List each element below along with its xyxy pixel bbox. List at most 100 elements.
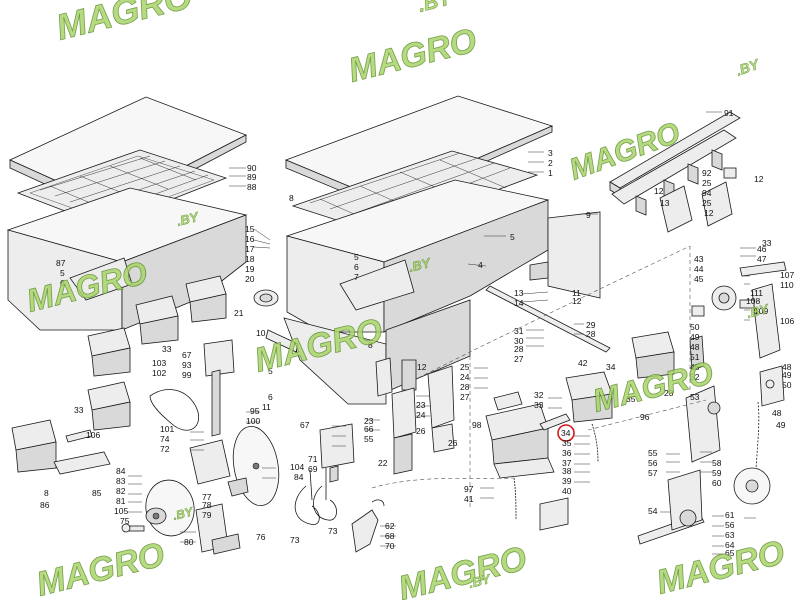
part-label: 48 xyxy=(690,342,700,352)
chain-49 xyxy=(755,401,760,469)
part-label: 11 xyxy=(572,288,581,298)
watermark: .BY xyxy=(745,301,771,322)
part-label: 11 xyxy=(262,402,271,412)
highlight-ring xyxy=(557,424,575,442)
part-label: 6 xyxy=(60,278,65,288)
part-label: 30 xyxy=(514,336,524,346)
part-label: 14 xyxy=(514,298,524,308)
part-label: 81 xyxy=(116,496,126,506)
part-label: 58 xyxy=(712,458,722,468)
seed-box-left-3 xyxy=(87,327,131,377)
part-label: 23 xyxy=(664,388,674,398)
part-label: 41 xyxy=(464,494,474,504)
metering-box-33 xyxy=(565,371,613,423)
part-label: 28 xyxy=(586,329,596,339)
part-label: 110 xyxy=(780,280,794,290)
roller-21 xyxy=(253,289,279,307)
part-label: 19 xyxy=(245,264,255,274)
part-label: 16 xyxy=(245,234,255,244)
part-label: 25 xyxy=(460,362,470,372)
part-label: 56 xyxy=(725,520,735,530)
part-label: 47 xyxy=(757,254,767,264)
part-label: 82 xyxy=(116,486,126,496)
part-label: 90 xyxy=(247,163,257,173)
main-shaft xyxy=(485,285,611,353)
leader-lines xyxy=(128,111,756,555)
watermark-text: MAGRO xyxy=(52,0,196,48)
part-label: 98 xyxy=(472,420,482,430)
watermark: MAGRO xyxy=(652,533,788,600)
part-label: 83 xyxy=(116,476,126,486)
disc-100 xyxy=(232,426,280,506)
part-label: 57 xyxy=(648,468,658,478)
part-label: 75 xyxy=(120,516,130,526)
watermark: .BY xyxy=(407,255,433,276)
center-hopper-body xyxy=(285,179,550,333)
watermark: .BY xyxy=(175,209,201,230)
watermark-suffix: .BY xyxy=(175,209,201,229)
part-label: 27 xyxy=(460,392,470,402)
part-label: 60 xyxy=(712,478,722,488)
bolt-75 xyxy=(121,523,145,533)
part-label: 94 xyxy=(702,188,712,198)
part-label: 24 xyxy=(416,410,426,420)
part-label: 51 xyxy=(690,352,700,362)
watermark-suffix: .BY xyxy=(745,301,771,321)
part-label: 34 xyxy=(606,362,616,372)
part-label: 23 xyxy=(364,416,374,426)
gauge-wheel-78 xyxy=(195,503,241,555)
part-label: 73 xyxy=(290,535,300,545)
watermark-suffix: .BY xyxy=(407,255,433,275)
part-label: 27 xyxy=(514,354,524,364)
part-label: 40 xyxy=(562,486,572,496)
part-label: 86 xyxy=(40,500,50,510)
part-label: 102 xyxy=(152,368,166,378)
part-label: 6 xyxy=(268,392,273,402)
drive-shaft-54 xyxy=(637,469,705,545)
part-label: 43 xyxy=(694,254,704,264)
part-label: 109 xyxy=(754,306,768,316)
watermark: .BY xyxy=(733,55,762,79)
upper-frame-bar xyxy=(609,111,741,216)
part-label: 45 xyxy=(694,274,704,284)
bracket-95 xyxy=(189,439,249,497)
part-label: 39 xyxy=(562,476,572,486)
sprocket-large-60 xyxy=(733,467,771,505)
part-label: 79 xyxy=(202,510,212,520)
part-label: 74 xyxy=(160,434,170,444)
part-label: 101 xyxy=(160,424,174,434)
part-label: 103 xyxy=(152,358,166,368)
part-label: 46 xyxy=(757,244,767,254)
part-label: 96 xyxy=(640,412,650,422)
part-label: 1 xyxy=(548,168,553,178)
part-label: 13 xyxy=(660,198,670,208)
watermark: .BY xyxy=(416,0,456,17)
part-label: 64 xyxy=(725,540,735,550)
part-label: 35 xyxy=(626,394,636,404)
part-label: 70 xyxy=(385,541,395,551)
bracket-26 xyxy=(431,423,455,453)
seed-tube-39 xyxy=(513,423,599,521)
part-label: 80 xyxy=(184,537,194,547)
part-label: 106 xyxy=(86,430,100,440)
part-label: 89 xyxy=(247,172,257,182)
part-label: 34 xyxy=(561,428,571,438)
bolt-10 xyxy=(265,329,299,353)
part-label: 66 xyxy=(364,424,374,434)
part-label: 28 xyxy=(460,382,470,392)
part-label: 73 xyxy=(328,526,338,536)
part-label: 100 xyxy=(246,416,260,426)
watermark-text: MAGRO xyxy=(395,539,531,600)
watermark: MAGRO xyxy=(32,535,168,600)
part-label: 26 xyxy=(448,438,458,448)
part-label: 29 xyxy=(586,320,596,330)
part-label: 99 xyxy=(182,370,192,380)
part-label: 31 xyxy=(514,326,524,336)
part-label: 65 xyxy=(725,548,735,558)
watermark-suffix: .BY xyxy=(467,571,493,591)
part-label: 28 xyxy=(514,344,524,354)
part-label: 12 xyxy=(704,208,714,218)
bracket-93 xyxy=(203,339,235,437)
part-label: 12 xyxy=(417,362,427,372)
